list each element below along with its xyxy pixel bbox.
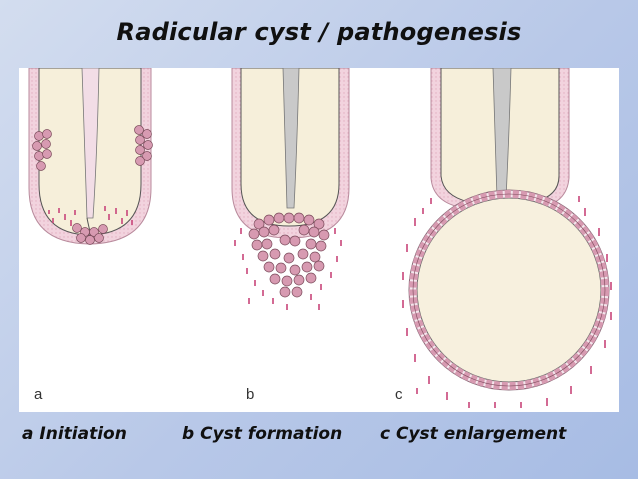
panel-a-letter: a bbox=[34, 386, 43, 403]
inflammatory-marks-c bbox=[402, 196, 612, 408]
panel-b-letter: b bbox=[246, 386, 255, 403]
epithelial-cells-a bbox=[32, 125, 153, 245]
panel-c-letter: c bbox=[395, 386, 403, 403]
inflammatory-marks-a bbox=[48, 206, 133, 226]
panel-a-illustration bbox=[28, 68, 153, 245]
inflammatory-marks-b bbox=[234, 228, 342, 310]
captions-row: a Initiation b Cyst formation c Cyst enl… bbox=[0, 424, 638, 454]
panel-c-illustration bbox=[402, 68, 612, 408]
figure-illustration bbox=[28, 68, 612, 408]
caption-cyst-enlargement: c Cyst enlargement bbox=[380, 424, 567, 444]
caption-cyst-formation: b Cyst formation bbox=[182, 424, 343, 444]
epithelial-cells-b bbox=[248, 212, 330, 298]
pathogenesis-figure: a b c bbox=[19, 68, 619, 412]
panel-b-illustration bbox=[231, 68, 350, 310]
slide-title: Radicular cyst / pathogenesis bbox=[116, 18, 522, 46]
caption-initiation: a Initiation bbox=[22, 424, 127, 444]
